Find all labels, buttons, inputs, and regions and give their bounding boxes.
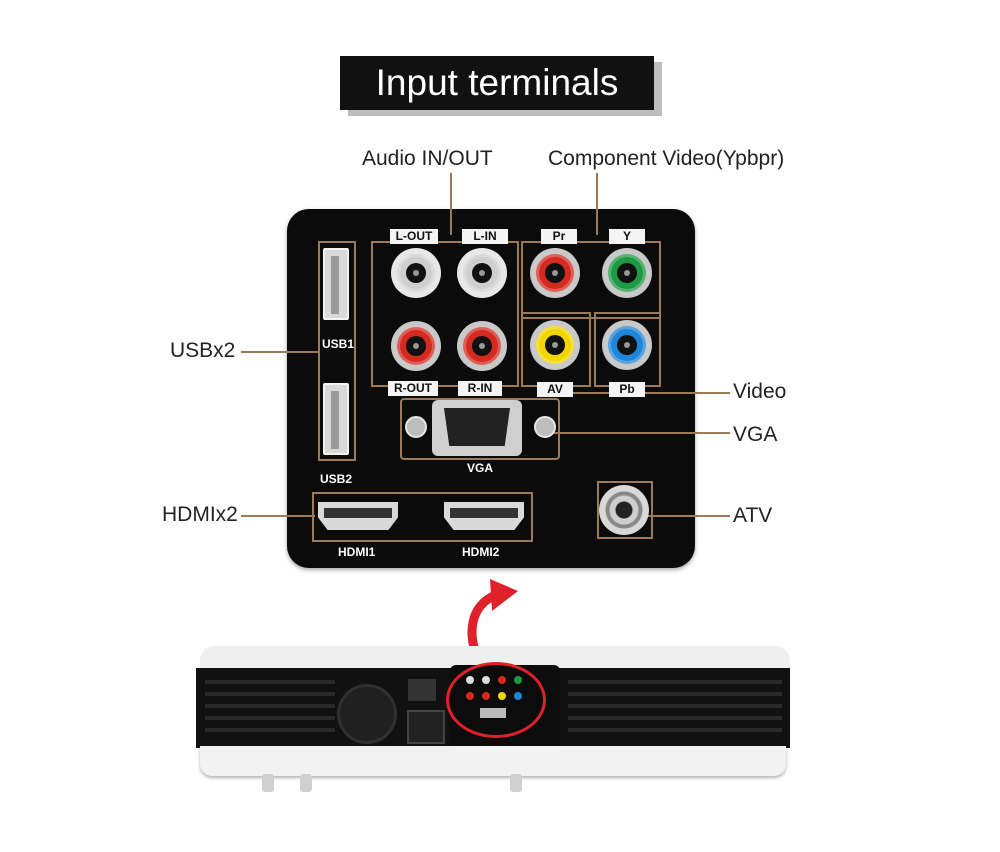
- rca-l-out-port: [391, 248, 441, 298]
- video-leader-line: [565, 392, 730, 394]
- projector-knob: [337, 684, 397, 744]
- tag-r-in: R-IN: [458, 381, 502, 396]
- vent-line: [568, 728, 782, 732]
- projector-bottom: [200, 746, 786, 776]
- rca-pr-port: [530, 248, 580, 298]
- callout-atv: ATV: [733, 504, 773, 527]
- vent-line: [205, 692, 335, 696]
- vent-line: [205, 716, 335, 720]
- highlight-circle: [446, 662, 546, 738]
- callout-video: Video: [733, 380, 787, 403]
- tag-av: AV: [537, 382, 573, 397]
- usb-leader-line: [241, 351, 319, 353]
- usb-outline: [318, 241, 356, 461]
- rca-r-in-port: [457, 321, 507, 371]
- hdmi1-port: [318, 502, 398, 530]
- hdmi-outline: [312, 492, 533, 542]
- callout-component: Component Video(Ypbpr): [548, 147, 785, 170]
- tag-pb: Pb: [609, 382, 645, 397]
- vga-screw-left: [405, 416, 427, 438]
- rca-av-port: [530, 320, 580, 370]
- tag-l-in: L-IN: [462, 229, 508, 244]
- vga-outline: [400, 398, 560, 460]
- callout-audio: Audio IN/OUT: [362, 147, 493, 170]
- vent-line: [568, 680, 782, 684]
- tag-y: Y: [609, 229, 645, 244]
- title-box: [340, 56, 654, 110]
- hdmi-leader-line: [241, 515, 315, 517]
- tag-r-out: R-OUT: [388, 381, 438, 396]
- audio-leader-line: [450, 173, 452, 235]
- vga-leader-line: [550, 432, 730, 434]
- vent-line: [568, 692, 782, 696]
- callout-usb: USBx2: [170, 339, 236, 362]
- vent-line: [205, 704, 335, 708]
- vga-pins: [444, 408, 510, 446]
- projector-foot: [510, 774, 522, 792]
- atv-leader-line: [648, 515, 730, 517]
- projector-foot: [300, 774, 312, 792]
- usb2-label: USB2: [320, 472, 353, 486]
- vent-line: [568, 704, 782, 708]
- vent-line: [205, 680, 335, 684]
- rca-l-in-port: [457, 248, 507, 298]
- hdmi1-label: HDMI1: [338, 545, 376, 559]
- rca-y-port: [602, 248, 652, 298]
- vent-line: [568, 716, 782, 720]
- hdmi2-label: HDMI2: [462, 545, 500, 559]
- rca-r-out-port: [391, 321, 441, 371]
- vga-label: VGA: [467, 461, 494, 475]
- vent-line: [205, 728, 335, 732]
- atv-outline: [597, 481, 653, 539]
- tag-l-out: L-OUT: [390, 229, 438, 244]
- rca-pb-port: [602, 320, 652, 370]
- component-outline-top: [521, 241, 661, 319]
- page-title: Input terminals: [375, 62, 619, 103]
- audio-outline: [371, 241, 519, 387]
- component-leader-line: [596, 173, 598, 235]
- usb1-label: USB1: [322, 337, 355, 351]
- usb1-port: [323, 248, 349, 320]
- callout-vga: VGA: [733, 423, 778, 446]
- hdmi2-port: [444, 502, 524, 530]
- callout-hdmi: HDMIx2: [162, 503, 238, 526]
- atv-port: [599, 485, 649, 535]
- tag-pr: Pr: [541, 229, 577, 244]
- projector-foot: [262, 774, 274, 792]
- projector-power-socket: [407, 710, 445, 744]
- usb2-port: [323, 383, 349, 455]
- projector-switch: [408, 679, 436, 701]
- vga-screw-right: [534, 416, 556, 438]
